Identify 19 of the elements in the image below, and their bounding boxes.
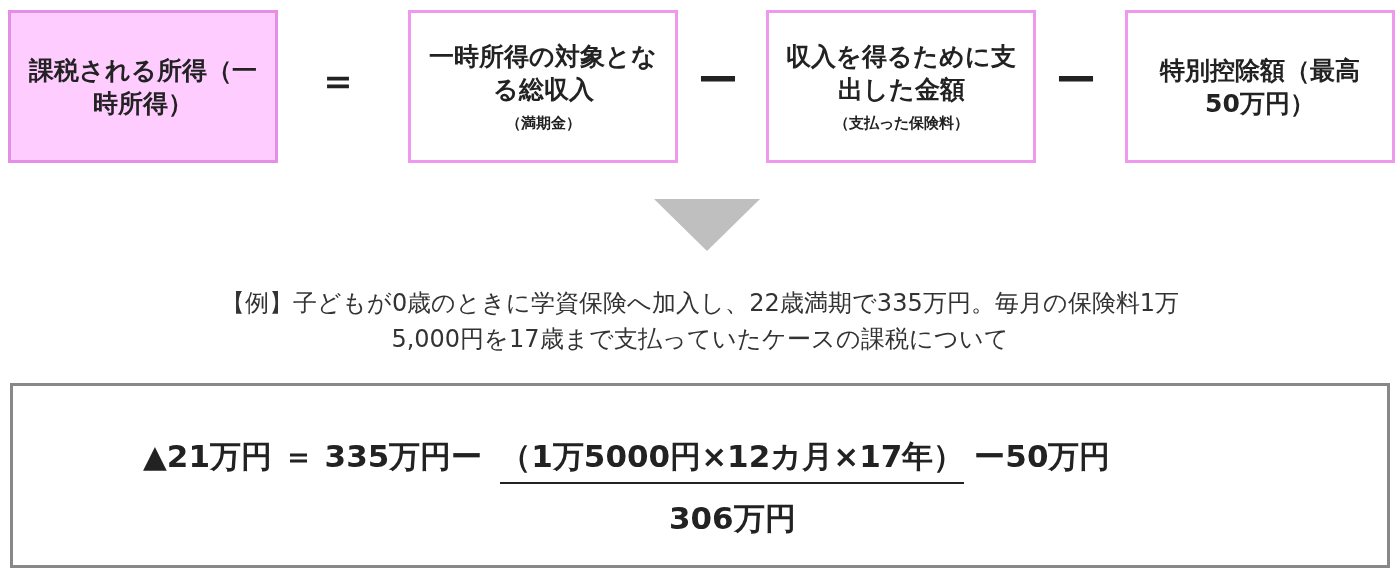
formula-text: ー50万円 [974,437,1111,476]
result-box [8,10,278,163]
operator-sign: ＝ [318,60,358,100]
term-box [408,10,678,163]
formula-text: ▲21万円 ＝ 335万円ー [143,437,483,476]
term-box [766,10,1036,163]
formula-box [10,383,1390,568]
box-heading: 特別控除額（最高50万円） [1158,54,1361,120]
operator-sign: ー [698,60,738,100]
operator-sign: ー [1056,60,1096,100]
example-text: 【例】子どもが0歳のときに学資保険へ加入し、22歳満期で335万円。毎月の保険料1万5,000円を17歳まで支払っていたケースの課税について [220,288,1180,355]
denominator-text: 306万円 [668,499,796,538]
box-heading: 一時所得の対象となる総収入 [428,41,658,106]
box-heading: 収入を得るために支出した金額 [786,41,1016,106]
numerator-text: （1万5000円×12カ月×17年） [500,436,965,484]
box-note: （支払った保険料） [833,114,969,133]
box-heading: 課税される所得（一時所得） [28,54,258,120]
box-note: （満期金） [505,114,581,133]
term-box [1125,10,1395,163]
